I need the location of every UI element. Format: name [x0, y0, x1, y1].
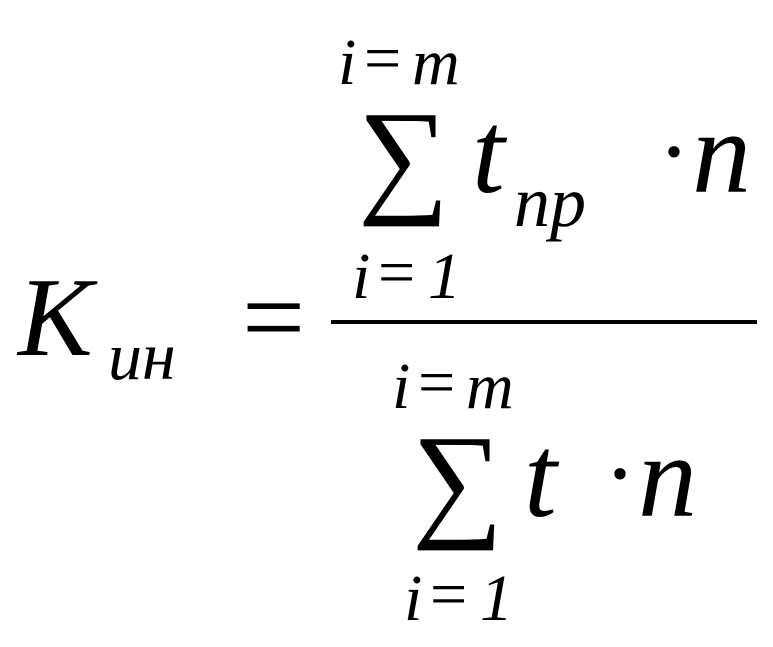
numerator-lower-bound: 1 — [428, 240, 461, 313]
denominator-lower-index: i — [404, 562, 423, 635]
lhs-subscript: ин — [108, 318, 176, 394]
denominator-upper-bound: m — [466, 350, 514, 423]
denominator-lower-equals: = — [430, 558, 468, 631]
numerator-lower-equals: = — [378, 236, 416, 309]
numerator-upper-index: i — [338, 26, 357, 99]
denominator-upper-index: i — [392, 350, 411, 423]
numerator-term: t — [472, 87, 505, 218]
numerator-dot: · — [658, 98, 690, 205]
denominator-sum-sign: ∑ — [412, 409, 504, 551]
denominator-upper-equals: = — [418, 346, 456, 419]
numerator-term-subscript: пр — [514, 162, 586, 242]
equals-sign: = — [242, 256, 306, 380]
numerator-upper-equals: = — [364, 22, 402, 95]
denominator-factor: n — [638, 411, 697, 542]
denominator-lower-bound: 1 — [480, 562, 513, 635]
numerator-lower-index: i — [352, 240, 371, 313]
numerator-upper-bound: m — [412, 26, 460, 99]
denominator-term: t — [524, 411, 557, 542]
lhs-symbol: K — [18, 256, 93, 380]
fraction-bar — [331, 320, 757, 324]
denominator-dot: · — [604, 420, 636, 527]
numerator-factor: n — [692, 87, 751, 218]
numerator-sum-sign: ∑ — [358, 85, 450, 227]
